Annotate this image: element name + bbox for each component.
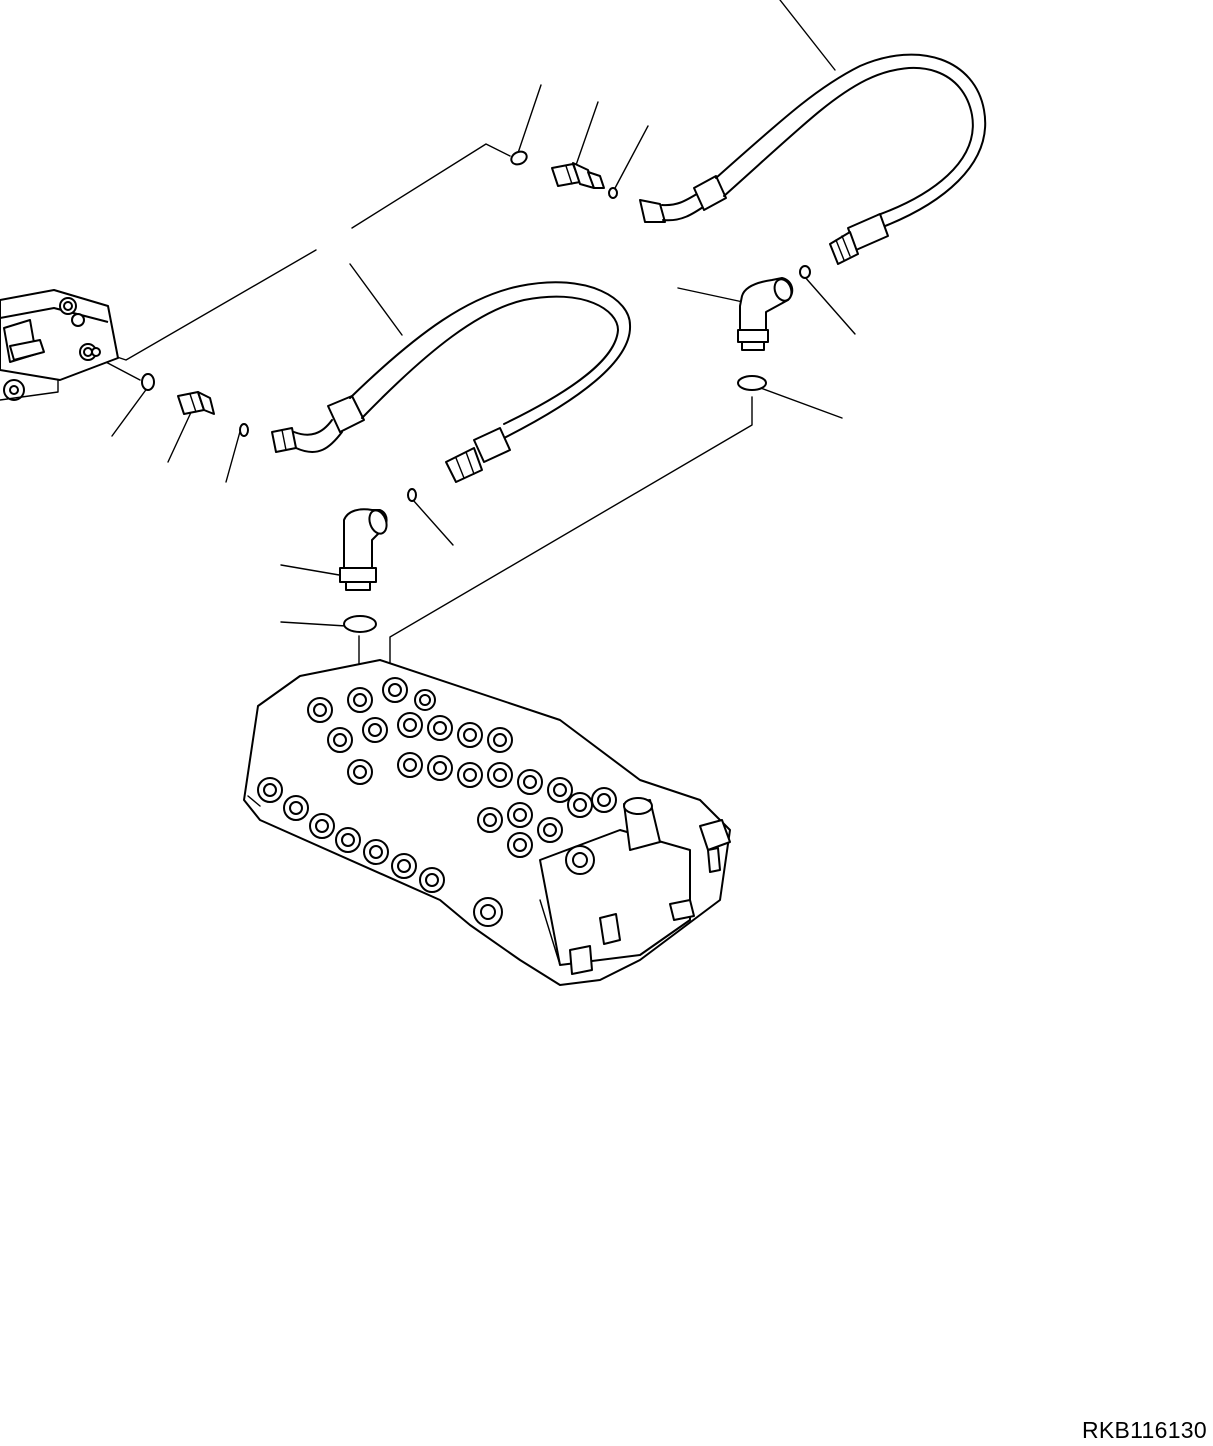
- oring-middle: [407, 488, 417, 502]
- oring-small-left: [239, 423, 249, 437]
- leader-line-oring-elbow-right: [757, 386, 843, 419]
- centerline-right: [389, 396, 753, 691]
- leader-line-middle-hose: [349, 263, 403, 336]
- oring-left: [141, 373, 155, 391]
- centerline-valve-port: [101, 359, 141, 381]
- leader-line-oring-elbow-left: [280, 621, 347, 627]
- oring-right: [799, 265, 811, 279]
- centerline-upper: [351, 143, 511, 229]
- control-valve-body: [243, 659, 731, 986]
- leader-line-oring-upper: [517, 84, 542, 154]
- valve-front-ports: [257, 777, 503, 927]
- solenoid-valve-block: [0, 289, 119, 401]
- elbow-right: [737, 265, 811, 391]
- leader-line-oring-small-upper: [613, 125, 649, 191]
- drawing-number: RKB116130: [1081, 1417, 1207, 1443]
- leader-line-oring-right: [803, 275, 856, 335]
- oring-elbow-left: [343, 615, 377, 633]
- middle-hose-assembly: [141, 281, 632, 502]
- hose-fitting-upper-left-nut: [639, 199, 666, 223]
- upper-hose-assembly: [510, 53, 987, 265]
- adapter-upper: [551, 162, 605, 189]
- leader-line-oring-small-left: [225, 427, 242, 483]
- leader-line-elbow-right: [677, 287, 744, 303]
- leader-line-adapter-left: [167, 407, 194, 463]
- centerline-left: [101, 249, 317, 361]
- elbow-left: [339, 508, 388, 633]
- valve-spool-ports: [307, 677, 617, 858]
- hose-fitting-upper-right-nut: [829, 231, 859, 265]
- oring-upper: [510, 150, 528, 166]
- adapter-left: [177, 391, 215, 415]
- oring-small-upper: [608, 187, 618, 199]
- leader-line-top-hose: [779, 0, 836, 71]
- hose-fitting-middle-right-nut: [445, 447, 483, 483]
- leader-line-oring-left: [111, 386, 149, 437]
- hose-ferrule-upper-left: [693, 175, 727, 211]
- leader-line-oring-middle: [412, 499, 454, 546]
- hose-ferrule-middle-right: [473, 427, 511, 463]
- oring-elbow-right: [737, 375, 767, 391]
- leader-line-adapter-upper: [574, 101, 599, 169]
- leader-line-elbow-left: [280, 564, 346, 577]
- hose-ferrule-middle-left: [327, 395, 365, 433]
